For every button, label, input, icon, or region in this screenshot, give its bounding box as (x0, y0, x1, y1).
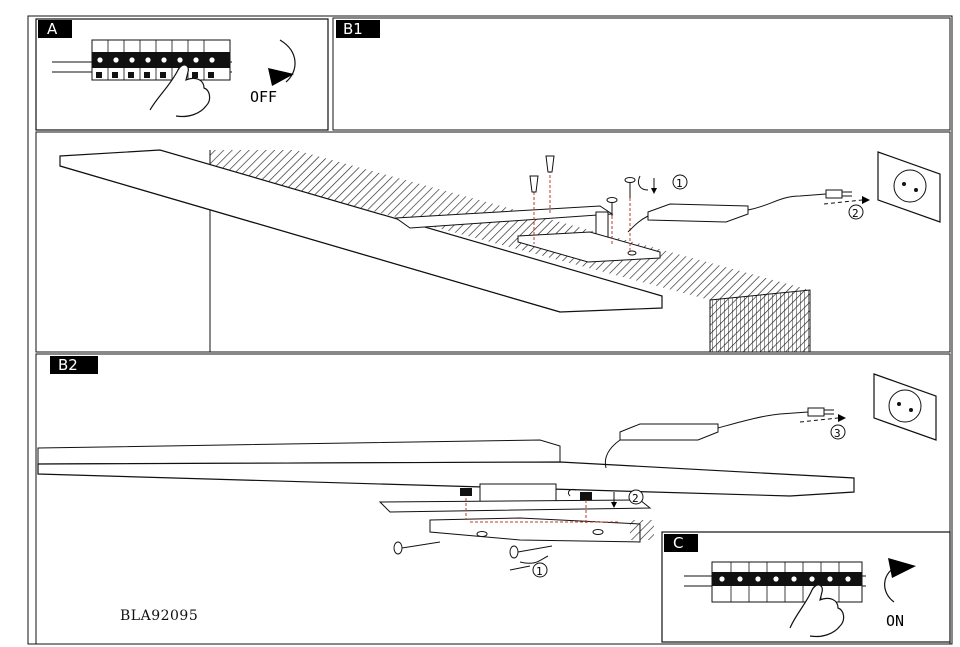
on-label: ON (886, 612, 904, 630)
driver-box-icon (619, 423, 719, 441)
panel-a-badge: A (38, 20, 72, 38)
off-label: OFF (250, 88, 277, 106)
b1-step-2: 2 (852, 207, 859, 220)
panel-b1: B1 1 (35, 17, 951, 353)
hand-icon (789, 584, 845, 638)
panel-a-badge-label: A (47, 20, 58, 38)
b2-step-2: 2 (632, 492, 639, 505)
panel-b1-badge: B1 (336, 20, 380, 38)
panel-c-badge: C (664, 534, 698, 552)
panel-c: C ON (661, 531, 951, 643)
b1-step-1: 1 (676, 177, 683, 190)
panel-b2-badge: B2 (50, 356, 98, 374)
light-bar-b2 (37, 461, 855, 497)
panel-b2: B2 2 1 (35, 353, 951, 645)
mounting-plate (517, 231, 661, 263)
screw-icon (606, 177, 636, 216)
panel-c-badge-label: C (673, 534, 683, 552)
rotate-arrow-icon (279, 39, 296, 83)
plug-icon (807, 407, 834, 417)
panel-b1-badge-label: B1 (343, 20, 363, 38)
b2-step-1: 1 (536, 565, 543, 578)
plug-icon (825, 189, 852, 199)
hand-icon (149, 64, 211, 118)
driver-box-icon (647, 203, 749, 223)
panel-a: A (35, 18, 329, 131)
breaker-panel-icon (684, 561, 866, 603)
b2-step-3: 3 (834, 427, 841, 440)
model-code: BLA92095 (120, 608, 199, 624)
breaker-panel-icon (52, 39, 232, 81)
wall-socket-icon (877, 151, 941, 223)
screw-icon (460, 488, 604, 537)
wall-socket-icon (873, 373, 937, 441)
wood-screw-icon (393, 541, 553, 559)
panel-b2-badge-label: B2 (58, 356, 78, 374)
wall-plug-icon (529, 155, 555, 193)
